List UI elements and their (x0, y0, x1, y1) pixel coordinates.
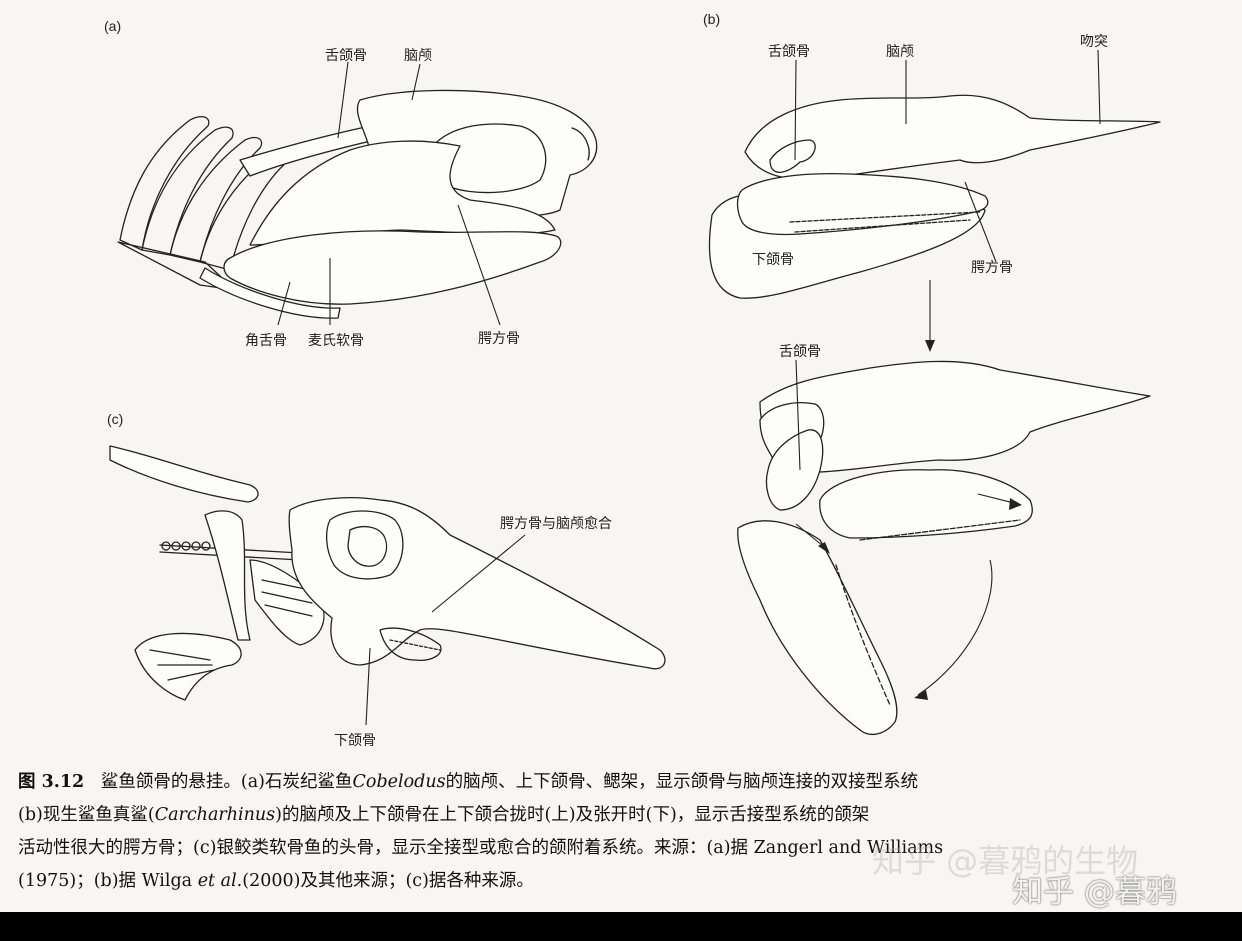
arrow-icon (1009, 498, 1022, 510)
panel-c: (c) (107, 411, 666, 749)
caption-text: (2000)及其他来源；(c)据各种来源。 (242, 871, 534, 891)
watermark: 知乎 @暮鸦 (1012, 874, 1177, 910)
caption-genus: Carcharhinus (154, 805, 276, 825)
label-a-palatoquadrate: 腭方骨 (478, 331, 520, 347)
panel-b-tag: (b) (703, 11, 720, 27)
label-a-hyomandibula: 舌颌骨 (325, 48, 367, 64)
down-arrow-icon (925, 340, 935, 352)
panel-b: (b) 舌颌骨 脑颅 吻突 下颌骨 腭方骨 (703, 11, 1161, 736)
panel-b-open-drawing (737, 360, 1151, 736)
caption-text: 的脑颅、上下颌骨、鳃架，显示颌骨与脑颅连接的双接型系统 (445, 772, 919, 792)
caption-text: 活动性很大的腭方骨；(c)银鲛类软骨鱼的头骨，显示全接型或愈合的颌附着系统。来源… (18, 838, 944, 858)
figure-number: 图 3.12 (18, 772, 85, 792)
panel-c-tag: (c) (107, 411, 123, 427)
label-b-braincase: 脑颅 (886, 44, 914, 60)
figure-3-12: (a) (104, 11, 1161, 749)
caption-text: (b)现生鲨鱼真鲨( (18, 805, 155, 825)
caption-etal: et al. (197, 871, 243, 891)
label-c-fused: 腭方骨与脑颅愈合 (500, 516, 612, 532)
watermark-ghost: 知乎 @暮鸦的生物 (872, 842, 1139, 880)
caption-line-1: 图 3.12 鲨鱼颌骨的悬挂。(a)石炭纪鲨鱼Cobelodus的脑颅、上下颌骨… (18, 766, 1242, 799)
label-b-palatoquadrate: 腭方骨 (971, 260, 1013, 276)
caption-line-4: (1975)；(b)据 Wilga et al.(2000)及其他来源；(c)据… (18, 865, 1242, 898)
panel-a-tag: (a) (104, 18, 121, 34)
curved-arrow-icon (914, 690, 928, 700)
label-b-hyomandibula-open: 舌颌骨 (779, 344, 821, 360)
label-a-meckel: 麦氏软骨 (308, 333, 364, 349)
label-b-mandible: 下颌骨 (752, 252, 794, 268)
panel-b-closed-drawing (708, 94, 1161, 299)
bottom-bar (0, 912, 1242, 941)
panel-a-drawing (117, 89, 598, 319)
figure-caption: 图 3.12 鲨鱼颌骨的悬挂。(a)石炭纪鲨鱼Cobelodus的脑颅、上下颌骨… (18, 766, 1242, 898)
caption-species: Cobelodus (352, 772, 446, 792)
panel-c-drawing (109, 445, 666, 701)
arrow-icon (818, 542, 830, 554)
label-b-rostrum: 吻突 (1080, 34, 1108, 50)
label-a-braincase: 脑颅 (404, 48, 432, 64)
label-c-mandible: 下颌骨 (334, 733, 376, 749)
caption-line-2: (b)现生鲨鱼真鲨(Carcharhinus)的脑颅及上下颌骨在上下颌合拢时(上… (18, 799, 1242, 832)
label-b-hyomandibula: 舌颌骨 (768, 44, 810, 60)
caption-text: )的脑颅及上下颌骨在上下颌合拢时(上)及张开时(下)，显示舌接型系统的颌架 (275, 805, 870, 825)
panel-a: (a) (104, 18, 598, 349)
label-a-ceratohyal: 角舌骨 (245, 333, 287, 349)
caption-text: (1975)；(b)据 Wilga (18, 871, 193, 891)
caption-line-3: 活动性很大的腭方骨；(c)银鲛类软骨鱼的头骨，显示全接型或愈合的颌附着系统。来源… (18, 832, 1242, 865)
caption-text: 鲨鱼颌骨的悬挂。(a)石炭纪鲨鱼 (100, 772, 353, 792)
